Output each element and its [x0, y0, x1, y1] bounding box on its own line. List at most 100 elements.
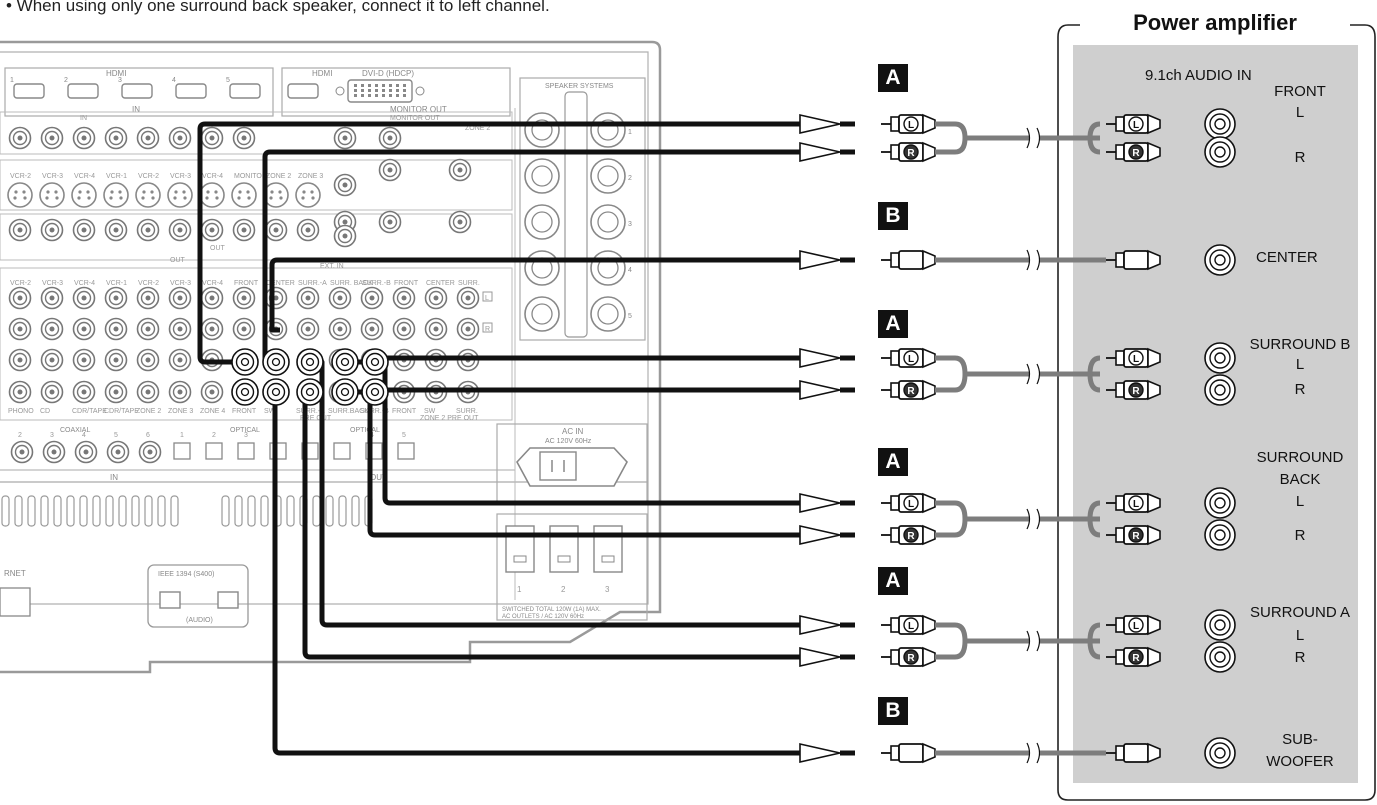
- rca-jack: [74, 382, 95, 403]
- plug-label: L: [908, 354, 914, 365]
- channel-name-surround-back-2: BACK: [1250, 470, 1350, 490]
- zone2-pre-out-label: ZONE 2 PRE OUT: [420, 415, 479, 422]
- speaker-number: 3: [628, 221, 632, 228]
- channel-name-surround-b: SURROUND B: [1240, 335, 1360, 355]
- coaxial-number: 6: [146, 432, 150, 439]
- rca-plug: [881, 251, 935, 269]
- rca-jack: [234, 319, 255, 340]
- pre-out-jack: [332, 349, 358, 375]
- plug-label: L: [1133, 499, 1139, 510]
- rca-jack: [138, 220, 159, 241]
- rca-jack: [42, 128, 63, 149]
- plug-label: L: [908, 499, 914, 510]
- rca-jack: [266, 288, 287, 309]
- channel-r-surround-b: R: [1250, 380, 1350, 400]
- rca-jack: [298, 220, 319, 241]
- video-row-label: VCR-3: [170, 173, 191, 180]
- rca-plug-left: L: [881, 616, 935, 634]
- channel-l-front: L: [1250, 103, 1350, 123]
- rca-jack: [362, 319, 383, 340]
- channel-l-surround-a: L: [1250, 626, 1350, 646]
- rca-jack: [106, 382, 127, 403]
- jack-side-label: L: [485, 295, 489, 302]
- audio-in-header: 9.1ch AUDIO IN: [1145, 66, 1252, 86]
- optical-jack: [238, 443, 254, 459]
- ext-in-label: EXT. IN: [320, 263, 344, 270]
- rca-jack: [10, 128, 31, 149]
- rca-jack: [202, 220, 223, 241]
- hdmi-port: [122, 84, 152, 98]
- hdmi-port-number: 5: [226, 77, 230, 84]
- rca-jack: [74, 128, 95, 149]
- rca-jack: [138, 382, 159, 403]
- monitor-out-top-label: MONITOR OUT: [390, 115, 440, 122]
- pre-out-jack: [362, 349, 388, 375]
- speaker-number: 5: [628, 313, 632, 320]
- rca-jack: [42, 319, 63, 340]
- audio-top-label: VCR-2: [10, 280, 31, 287]
- outlets-note: SWITCHED TOTAL 120W (1A) MAX.: [502, 607, 601, 613]
- audio-top-label: FRONT: [234, 280, 259, 287]
- rca-plug-left: L: [881, 115, 935, 133]
- rca-plug-left: L: [881, 349, 935, 367]
- rca-plug: [881, 744, 935, 762]
- speaker-systems-label: SPEAKER SYSTEMS: [545, 83, 614, 90]
- speaker-terminal: [525, 251, 559, 285]
- coaxial-jack: [140, 442, 161, 463]
- arrow-connector: [800, 115, 840, 133]
- rca-jack: [450, 160, 471, 181]
- s-video-jack: [104, 183, 128, 207]
- speaker-terminal: [525, 159, 559, 193]
- rca-jack: [394, 288, 415, 309]
- plug-label: R: [1132, 386, 1140, 397]
- audio-top-label: CENTER: [426, 280, 455, 287]
- rca-jack: [10, 220, 31, 241]
- speaker-terminal: [525, 205, 559, 239]
- pre-out-jack: [332, 379, 358, 405]
- arrow-connector: [800, 494, 840, 512]
- channel-r-surround-a: R: [1250, 648, 1350, 668]
- s-video-jack: [200, 183, 224, 207]
- rca-jack: [106, 319, 127, 340]
- pre-out-jack: [232, 349, 258, 375]
- gray-cable: [935, 625, 965, 657]
- plug-label: L: [1133, 120, 1139, 131]
- rca-jack: [106, 288, 127, 309]
- audio-bottom-label: CD: [40, 408, 50, 415]
- audio-top-label: VCR-1: [106, 280, 127, 287]
- rca-jack: [74, 350, 95, 371]
- optical-jack: [334, 443, 350, 459]
- rca-jack: [234, 220, 255, 241]
- hdmi-port-number: 2: [64, 77, 68, 84]
- outlet-number: 3: [605, 585, 610, 594]
- pre-out-jack: [232, 379, 258, 405]
- coaxial-jack: [44, 442, 65, 463]
- channel-name-center: CENTER: [1256, 248, 1346, 268]
- hdmi-in-label: IN: [132, 105, 140, 114]
- video-row-label: ZONE 2: [266, 173, 291, 180]
- channel-l-surround-back: L: [1250, 492, 1350, 512]
- s-video-jack: [264, 183, 288, 207]
- arrow-connector: [800, 744, 840, 762]
- s-video-jack: [72, 183, 96, 207]
- pre-out-jack: [263, 349, 289, 375]
- channel-name-subwoofer-1: SUB-: [1260, 730, 1340, 750]
- rca-jack: [74, 319, 95, 340]
- audio-bottom-label: ZONE 4: [200, 408, 225, 415]
- rca-jack: [458, 319, 479, 340]
- cable-type-tag: A: [878, 567, 908, 595]
- hdmi-port: [68, 84, 98, 98]
- rca-jack: [10, 350, 31, 371]
- speaker-terminal: [591, 251, 625, 285]
- outlet-number: 1: [517, 585, 522, 594]
- jack-side-label: R: [485, 326, 490, 333]
- rca-jack: [42, 382, 63, 403]
- speaker-number: 1: [628, 129, 632, 136]
- s-video-jack: [40, 183, 64, 207]
- channel-l-surround-b: L: [1250, 355, 1350, 375]
- channel-name-subwoofer-2: WOOFER: [1260, 752, 1340, 772]
- rca-jack: [10, 382, 31, 403]
- audio-bottom-label: PHONO: [8, 408, 34, 415]
- cable-type-tag: B: [878, 202, 908, 230]
